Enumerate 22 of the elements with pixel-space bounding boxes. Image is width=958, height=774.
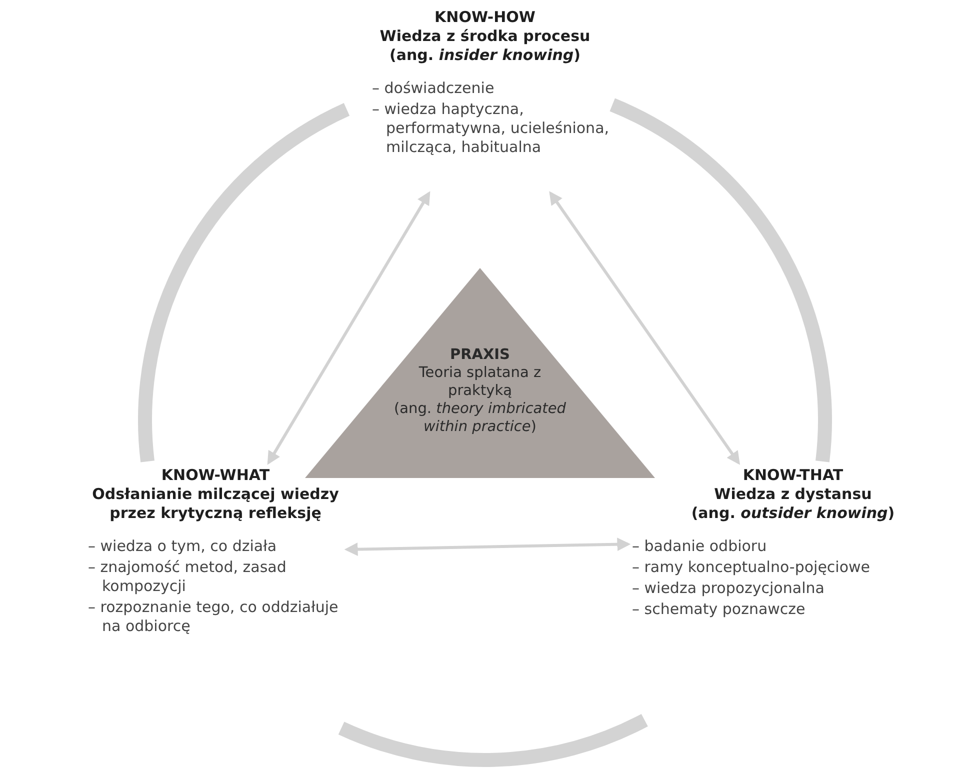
double-arrow	[344, 538, 631, 556]
bullet-item: – schematy poznawcze	[632, 600, 806, 619]
subtitle-text: Wiedza z środka procesu	[378, 27, 592, 46]
bullet-item: – znajomość metod, zasad kompozycji	[88, 558, 288, 596]
body-text: (ang. theory imbricated within practice)	[393, 400, 567, 436]
double-arrow	[267, 191, 430, 465]
bullet-item: – wiedza haptyczna, performatywna, ucieleśniona, milcząca, habitualna	[372, 100, 610, 157]
heading-text: PRAXIS	[448, 346, 512, 364]
bullet-item: – wiedza o tym, co działa	[88, 537, 278, 556]
double-arrow	[549, 191, 740, 465]
bullet-item: – badanie odbioru	[632, 537, 768, 556]
subtitle-text: (ang. outsider knowing)	[690, 504, 896, 523]
subtitle-text: Wiedza z dystansu	[713, 485, 873, 504]
heading-text: KNOW-WHAT	[160, 466, 271, 485]
bullet-item: – wiedza propozycjonalna	[632, 579, 826, 598]
heading-text: KNOW-THAT	[742, 466, 844, 485]
subtitle-text: (ang. insider knowing)	[388, 46, 582, 65]
subtitle-text: Odsłanianie milczącej wiedzy przez krytyczną refleksję	[91, 485, 340, 523]
bullet-item: – ramy konceptualno-pojęciowe	[632, 558, 872, 577]
bullet-item: – doświadczenie	[372, 79, 496, 98]
heading-text: KNOW-HOW	[434, 8, 536, 27]
bullet-item: – rozpoznanie tego, co oddziałuje na odbiorcę	[88, 598, 340, 636]
